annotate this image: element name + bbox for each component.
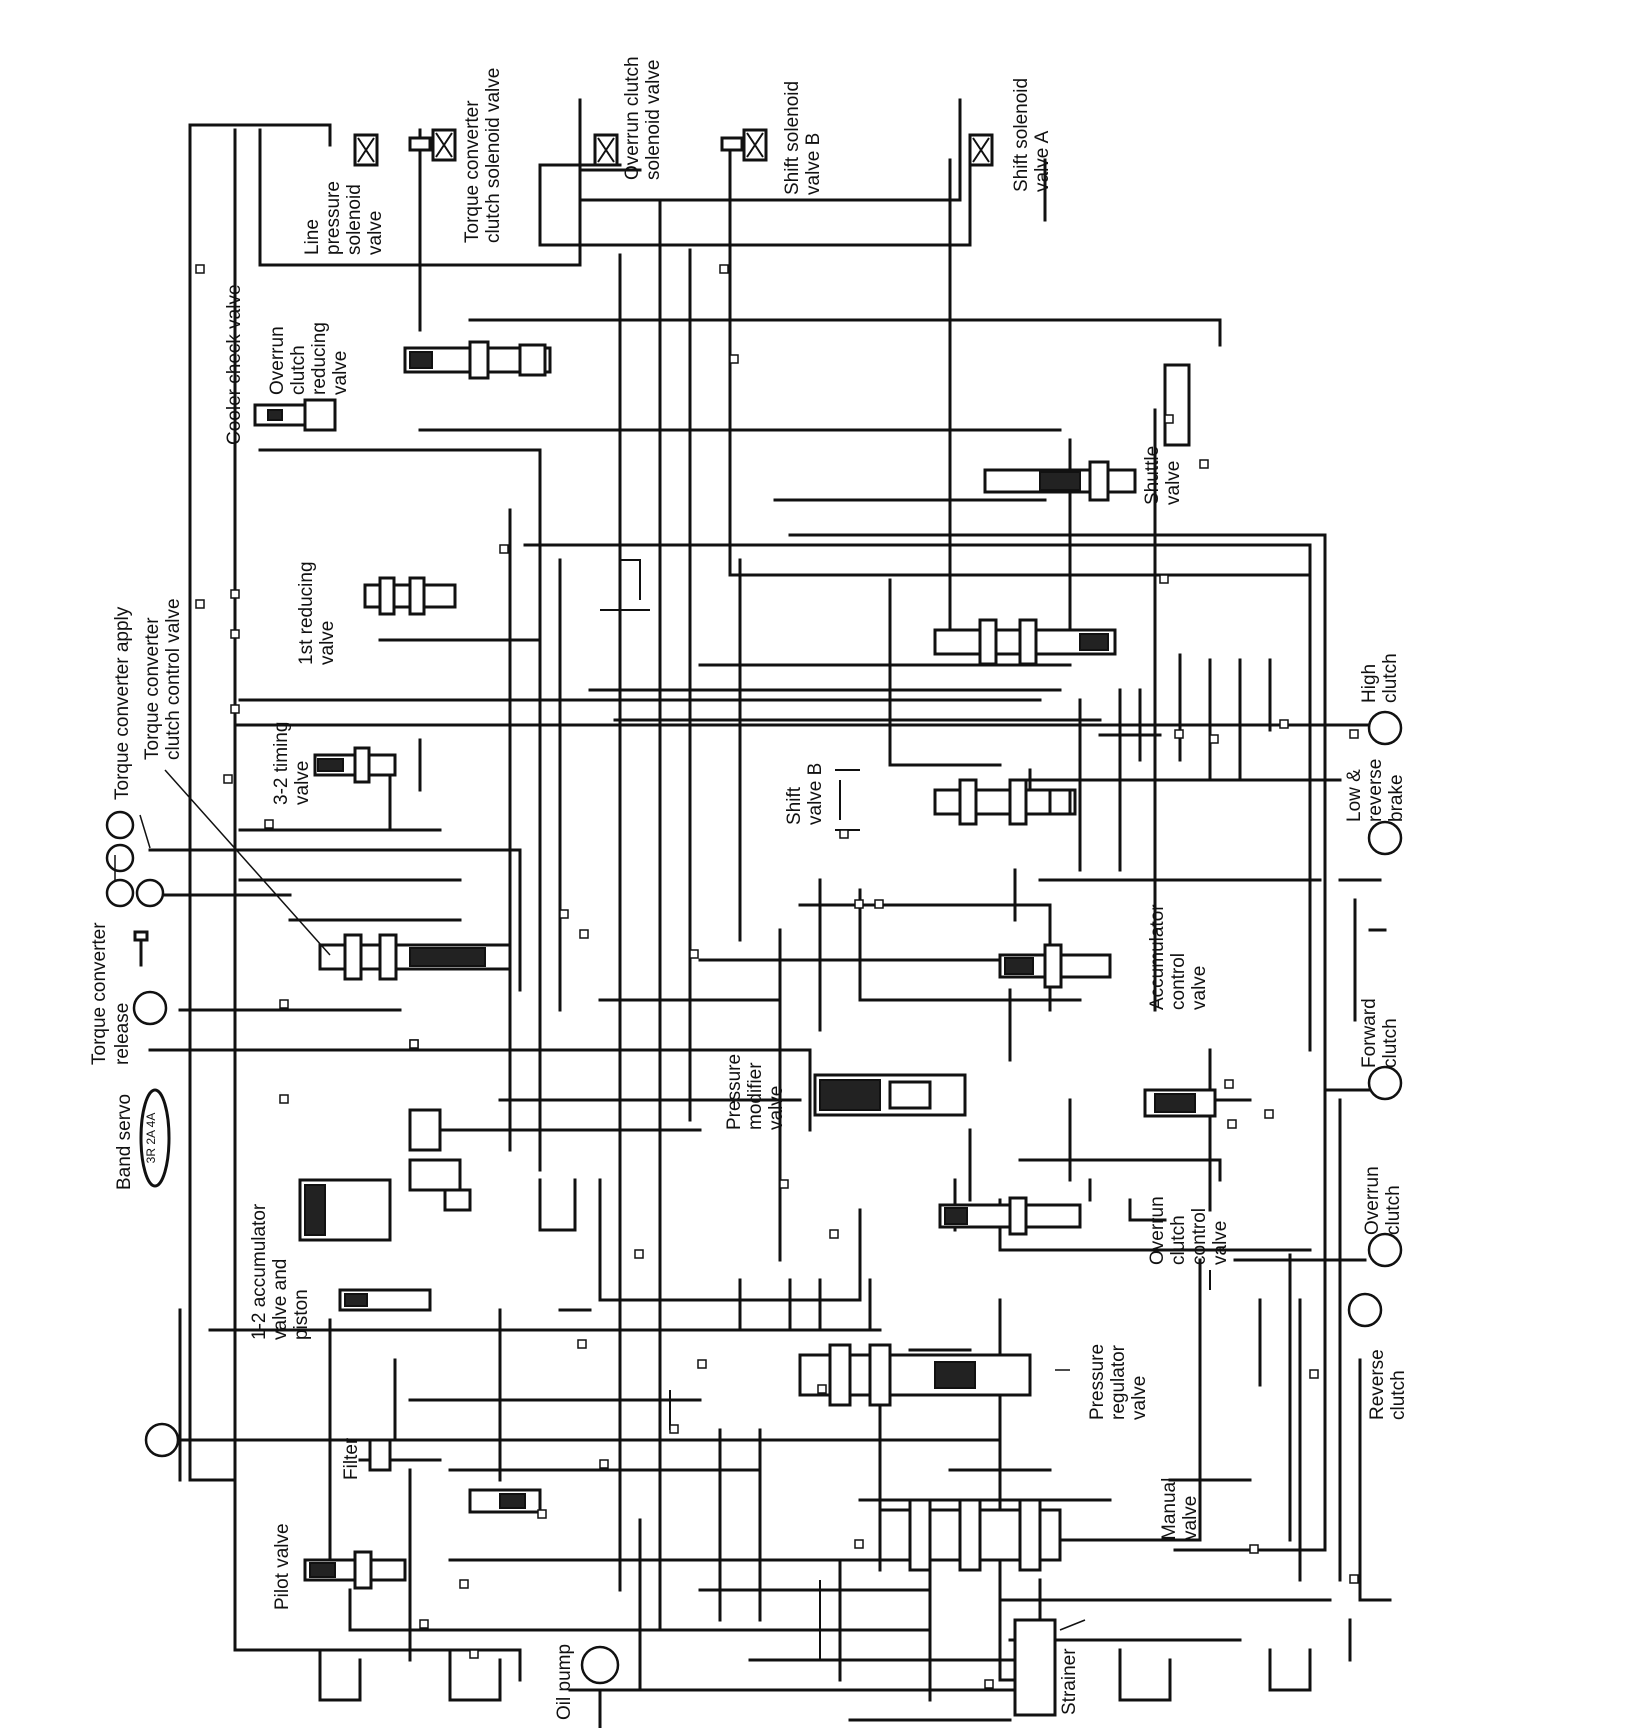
label-accumulator-control: Accumulator control valve — [1147, 899, 1210, 1010]
one-two-accumulator — [298, 1108, 472, 1242]
label-shift-solenoid-a: Shift solenoid valve A — [1011, 73, 1053, 192]
solenoid-valves — [353, 128, 994, 167]
label-tcc-solenoid: Torque converter clutch solenoid valve — [462, 68, 504, 243]
label-overrun-reducing: Overrun clutch reducing valve — [267, 317, 351, 395]
torque-converter-port-b — [135, 878, 165, 908]
pressure-modifier-valve — [813, 1073, 967, 1117]
tcc-control-valve — [318, 933, 512, 981]
label-overrun-clutch: Overrun clutch — [1362, 1161, 1404, 1235]
shift-valve-b — [933, 778, 1077, 826]
forward-clutch-accumulator — [1143, 1088, 1217, 1118]
overrun-clutch-solenoid-valve — [593, 133, 619, 167]
filter — [368, 1438, 392, 1472]
first-reducing-valve — [363, 576, 457, 616]
torque-converter-port-a — [105, 878, 135, 908]
tcc-solenoid-valve — [408, 128, 457, 162]
orifice-markers — [195, 264, 1359, 1689]
manual-valve — [878, 1498, 1062, 1572]
clutch-ports — [105, 710, 1403, 1685]
forward-clutch-port — [1367, 1065, 1403, 1101]
label-shuttle: Shuttle valve — [1142, 441, 1184, 505]
overrun-clutch-control-valve — [938, 1196, 1082, 1236]
label-tcc-control: Torque converter clutch control valve — [142, 598, 184, 760]
label-high-clutch: High clutch — [1359, 653, 1401, 703]
band-servo-ports: 3R 2A 4A — [144, 1113, 158, 1164]
label-reverse-clutch: Reverse clutch — [1367, 1344, 1409, 1420]
lower-mid-valve — [468, 1488, 542, 1514]
cooler-check-valve — [253, 398, 337, 432]
band-servo: 3R 2A 4A — [139, 1088, 171, 1188]
shift-solenoid-valve-a — [968, 133, 994, 167]
tc-release-port — [132, 990, 168, 1026]
label-oil-pump: Oil pump — [554, 1644, 575, 1720]
label-manual-valve: Manual valve — [1159, 1472, 1201, 1540]
pilot-valve — [303, 1550, 407, 1590]
line-pressure-solenoid-valve — [353, 133, 379, 167]
low-reverse-brake-port — [1367, 820, 1403, 856]
shift-valve-a — [933, 618, 1117, 666]
label-overrun-solenoid: Overrun clutch solenoid valve — [622, 51, 664, 180]
label-cooler-check: Cooler check valve — [224, 284, 245, 445]
label-12-accumulator: 1-2 accumulator valve and piston — [249, 1198, 312, 1340]
label-pressure-modifier: Pressure modifier valve — [724, 1049, 787, 1130]
label-band-servo: Band servo — [114, 1094, 135, 1190]
label-first-reducing: 1st reducing valve — [296, 556, 338, 665]
label-strainer: Strainer — [1059, 1648, 1080, 1715]
shift-solenoid-valve-b — [720, 128, 768, 162]
label-pressure-regulator: Pressure regulator valve — [1087, 1339, 1150, 1420]
label-overrun-control: Overrun clutch control valve — [1147, 1191, 1231, 1265]
label-low-reverse: Low & reverse brake — [1344, 753, 1407, 822]
label-filter: Filter — [341, 1437, 362, 1480]
label-tc-release: release — [112, 1003, 133, 1065]
oil-passages — [148, 98, 1392, 1728]
three-two-timing-valve — [313, 746, 397, 784]
left-port — [144, 1422, 180, 1458]
accumulator-control-valve — [998, 943, 1112, 989]
label-forward-clutch: Forward clutch — [1359, 993, 1401, 1068]
tc-apply-port-lower — [105, 843, 135, 873]
oil-pump — [580, 1645, 620, 1685]
label-line-pressure-solenoid: Line pressure solenoid valve — [302, 176, 386, 255]
label-shift-valve-b: Shift valve B — [784, 763, 826, 825]
pressure-regulator-valve — [798, 1343, 1032, 1407]
label-tc-apply: Torque converter apply — [112, 606, 133, 800]
high-clutch-port — [1367, 710, 1403, 746]
lower-left-valve — [338, 1288, 432, 1312]
label-torque-converter: Torque converter — [89, 922, 110, 1065]
label-shift-solenoid-b: Shift solenoid valve B — [782, 76, 824, 195]
overrun-clutch-port — [1367, 1232, 1403, 1268]
overrun-clutch-reducing-valve — [403, 340, 552, 380]
labels: Line pressure solenoid valve Torque conv… — [89, 51, 1409, 1720]
shuttle-valve — [983, 363, 1191, 502]
label-pilot-valve: Pilot valve — [272, 1523, 293, 1610]
label-32-timing: 3-2 timing valve — [271, 716, 313, 805]
strainer — [1013, 1618, 1057, 1717]
tc-apply-port-upper — [105, 810, 135, 840]
spool-valves: 3R 2A 4A — [139, 340, 1217, 1717]
reverse-clutch-port — [1347, 1292, 1383, 1328]
leader-lines — [114, 769, 1086, 1631]
